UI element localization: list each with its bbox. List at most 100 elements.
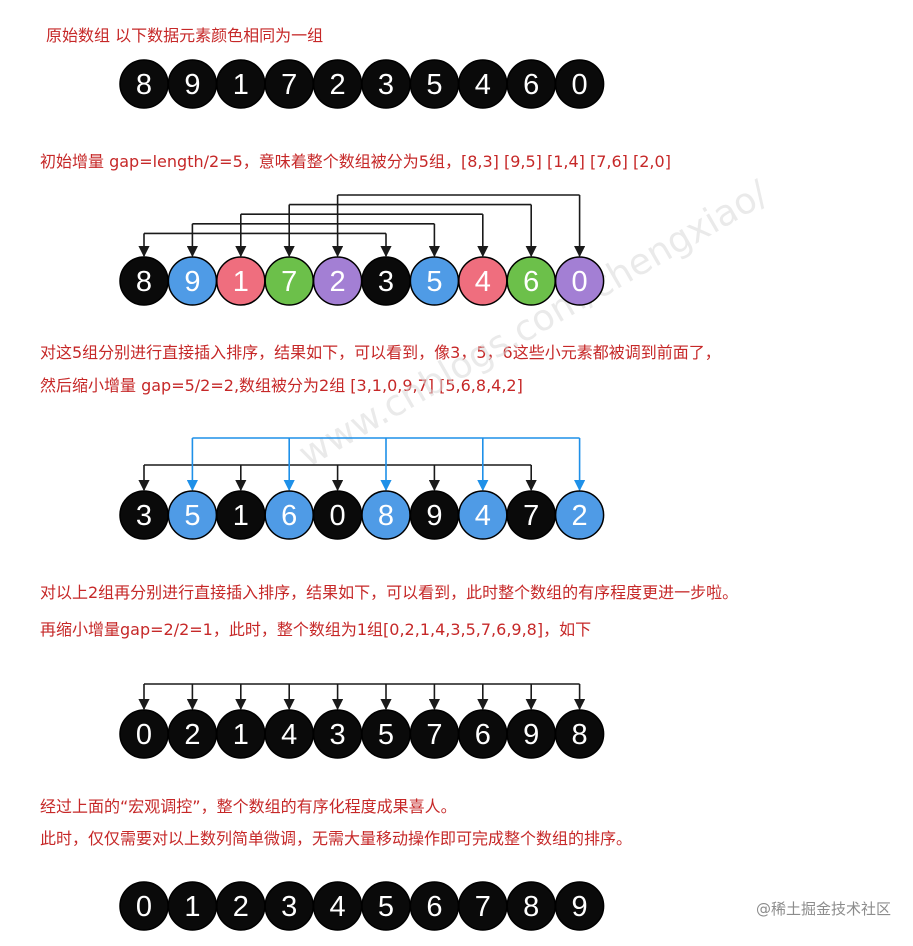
node-value: 5 xyxy=(426,69,442,101)
node-circle xyxy=(554,490,605,540)
array-node: 8 xyxy=(554,709,605,759)
array-node: 3 xyxy=(361,256,411,306)
array-node: 2 xyxy=(312,256,363,306)
node-value: 0 xyxy=(572,69,588,101)
array-node: 7 xyxy=(264,59,314,109)
array-node: 7 xyxy=(458,881,508,931)
array-node: 2 xyxy=(216,881,266,931)
node-value: 7 xyxy=(281,266,297,298)
node-value: 5 xyxy=(378,891,394,923)
node-value: 1 xyxy=(233,719,249,751)
array-node: 2 xyxy=(312,59,363,109)
node-value: 0 xyxy=(572,266,588,298)
caption-final-adjust: 此时，仅仅需要对以上数列简单微调，无需大量移动操作即可完成整个数组的排序。 xyxy=(40,829,633,848)
array-node: 6 xyxy=(409,881,460,931)
node-value: 1 xyxy=(233,500,249,532)
node-value: 8 xyxy=(136,69,152,101)
caption-original-array: 原始数组 以下数据元素颜色相同为一组 xyxy=(46,26,324,45)
caption-after-gap-5: 对这5组分别进行直接插入排序，结果如下，可以看到，像3，5，6这些小元素都被调到… xyxy=(40,343,721,362)
node-value: 2 xyxy=(572,500,588,532)
array-node: 5 xyxy=(167,490,218,540)
connections-layer xyxy=(138,194,586,711)
array-node: 4 xyxy=(458,256,508,306)
node-value: 6 xyxy=(523,69,539,101)
array-node: 3 xyxy=(312,709,363,759)
node-circle xyxy=(554,59,605,109)
node-value: 8 xyxy=(378,500,394,532)
node-value: 4 xyxy=(281,719,297,751)
node-value: 2 xyxy=(184,719,200,751)
array-node: 2 xyxy=(167,709,218,759)
array-node: 1 xyxy=(167,881,218,931)
array-node: 7 xyxy=(409,709,460,759)
node-value: 5 xyxy=(426,266,442,298)
node-value: 9 xyxy=(184,69,200,101)
array-node: 8 xyxy=(119,59,169,109)
node-value: 4 xyxy=(475,69,491,101)
node-value: 1 xyxy=(233,266,249,298)
array-node: 4 xyxy=(458,59,508,109)
array-node: 6 xyxy=(506,59,556,109)
node-value: 2 xyxy=(233,891,249,923)
node-value: 3 xyxy=(136,500,152,532)
node-value: 9 xyxy=(523,719,539,751)
node-value: 6 xyxy=(523,266,539,298)
brand-label: @稀土掘金技术社区 xyxy=(755,900,891,918)
node-value: 6 xyxy=(281,500,297,532)
caption-gap-5: 初始增量 gap=length/2=5，意味着整个数组被分为5组，[8,3] [… xyxy=(40,152,671,171)
array-node: 3 xyxy=(361,59,411,109)
node-value: 3 xyxy=(330,719,346,751)
array-node: 8 xyxy=(506,881,556,931)
node-value: 4 xyxy=(475,500,491,532)
array-node: 5 xyxy=(361,881,411,931)
node-value: 0 xyxy=(330,500,346,532)
node-value: 3 xyxy=(378,69,394,101)
node-value: 3 xyxy=(378,266,394,298)
array-node: 0 xyxy=(119,709,169,759)
caption-after-gap-2: 对以上2组再分别进行直接插入排序，结果如下，可以看到，此时整个数组的有序程度更进… xyxy=(40,583,739,602)
array-node: 4 xyxy=(264,709,314,759)
array-node: 5 xyxy=(361,709,411,759)
array-node: 4 xyxy=(312,881,363,931)
array-node: 9 xyxy=(167,59,218,109)
node-value: 8 xyxy=(136,266,152,298)
array-node: 0 xyxy=(554,256,605,306)
array-node: 3 xyxy=(264,881,314,931)
node-value: 2 xyxy=(330,266,346,298)
array-node: 0 xyxy=(312,490,363,540)
node-value: 7 xyxy=(281,69,297,101)
array-node: 9 xyxy=(554,881,605,931)
array-node: 0 xyxy=(554,59,605,109)
array-node: 6 xyxy=(264,490,314,540)
node-value: 2 xyxy=(330,69,346,101)
array-node: 9 xyxy=(506,709,556,759)
node-value: 9 xyxy=(184,266,200,298)
array-node: 8 xyxy=(119,256,169,306)
node-circle xyxy=(554,709,605,759)
node-value: 3 xyxy=(281,891,297,923)
array-node: 9 xyxy=(167,256,218,306)
node-value: 7 xyxy=(475,891,491,923)
node-value: 8 xyxy=(523,891,539,923)
array-node: 7 xyxy=(506,490,556,540)
node-value: 5 xyxy=(184,500,200,532)
array-node: 6 xyxy=(506,256,556,306)
array-node: 1 xyxy=(216,709,266,759)
caption-gap-1: 再缩小增量gap=2/2=1，此时，整个数组为1组[0,2,1,4,3,5,7,… xyxy=(40,620,592,639)
node-value: 9 xyxy=(572,891,588,923)
node-value: 4 xyxy=(330,891,346,923)
node-value: 7 xyxy=(523,500,539,532)
array-node: 5 xyxy=(409,59,460,109)
array-node: 7 xyxy=(264,256,314,306)
node-circle xyxy=(554,256,605,306)
array-node: 4 xyxy=(458,490,508,540)
node-value: 8 xyxy=(572,719,588,751)
node-value: 1 xyxy=(184,891,200,923)
caption-macro-control: 经过上面的“宏观调控”，整个数组的有序化程度成果喜人。 xyxy=(40,797,457,816)
array-node: 1 xyxy=(216,59,266,109)
array-node: 8 xyxy=(361,490,411,540)
array-node: 2 xyxy=(554,490,605,540)
array-node: 6 xyxy=(458,709,508,759)
